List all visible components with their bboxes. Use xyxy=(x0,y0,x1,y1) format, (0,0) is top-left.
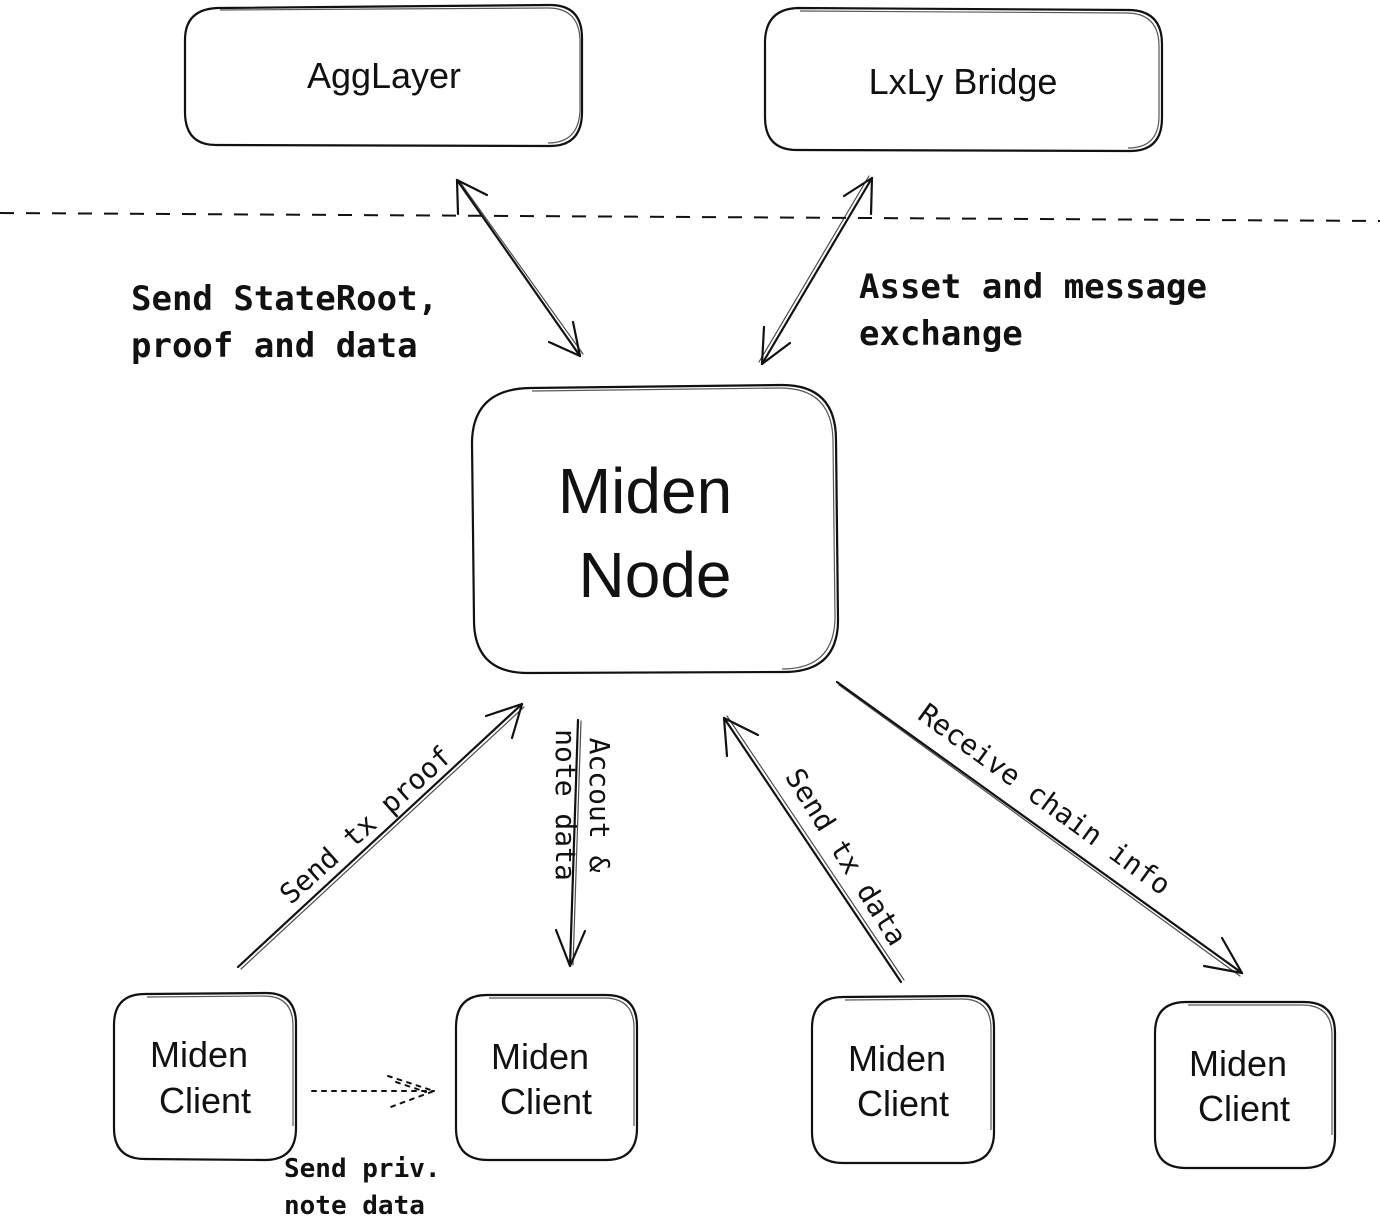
account-note-data-label-line1: Accout & xyxy=(583,738,616,873)
bridge-link-label-line1: Asset and message xyxy=(859,267,1207,307)
send-tx-proof-label: Send tx proof xyxy=(273,739,458,910)
private-note-dotted-arrow xyxy=(311,1075,438,1109)
send-tx-data-label: Send tx data xyxy=(778,762,913,951)
send-tx-proof-arrow xyxy=(236,702,525,970)
miden-client-1-label-line1: Miden xyxy=(150,1034,248,1075)
bridge-link-label-line2: exchange xyxy=(859,314,1023,354)
receive-chain-info-arrow xyxy=(835,680,1244,977)
miden-client-box-2: Miden Client xyxy=(454,993,639,1162)
bridge-node-arrow xyxy=(758,175,874,366)
lxly-bridge-label: LxLy Bridge xyxy=(869,61,1058,102)
miden-client-2-label-line2: Client xyxy=(500,1081,592,1122)
miden-client-2-label-line1: Miden xyxy=(491,1036,589,1077)
miden-client-4-label-line1: Miden xyxy=(1189,1043,1287,1084)
miden-client-box-4: Miden Client xyxy=(1153,1000,1337,1170)
agglayer-label: AggLayer xyxy=(307,55,461,96)
miden-client-3-label-line1: Miden xyxy=(848,1038,946,1079)
lxly-bridge-box: LxLy Bridge xyxy=(763,6,1164,153)
miden-client-box-3: Miden Client xyxy=(810,994,996,1165)
agglayer-link-label-line1: Send StateRoot, xyxy=(131,279,438,319)
account-note-data-arrow xyxy=(554,718,587,968)
miden-node-label-line1: Miden xyxy=(558,455,732,527)
miden-client-4-label-line2: Client xyxy=(1198,1088,1290,1129)
miden-client-3-label-line2: Client xyxy=(857,1083,949,1124)
agglayer-link-label-line2: proof and data xyxy=(131,326,418,366)
miden-client-1-label-line2: Client xyxy=(159,1080,251,1121)
miden-node-label-line2: Node xyxy=(579,539,732,611)
send-tx-data-arrow xyxy=(722,715,905,984)
receive-chain-info-label: Receive chain info xyxy=(912,697,1177,902)
miden-client-box-1: Miden Client xyxy=(112,991,298,1162)
layer-boundary-line xyxy=(0,212,1380,222)
private-note-label-line2: note data xyxy=(284,1191,425,1220)
agglayer-node-arrow xyxy=(455,178,584,358)
account-note-data-label-line2: note data xyxy=(549,729,582,881)
agglayer-box: AggLayer xyxy=(183,3,584,148)
miden-node-box: Miden Node xyxy=(470,383,840,675)
private-note-label-line1: Send priv. xyxy=(284,1154,441,1184)
